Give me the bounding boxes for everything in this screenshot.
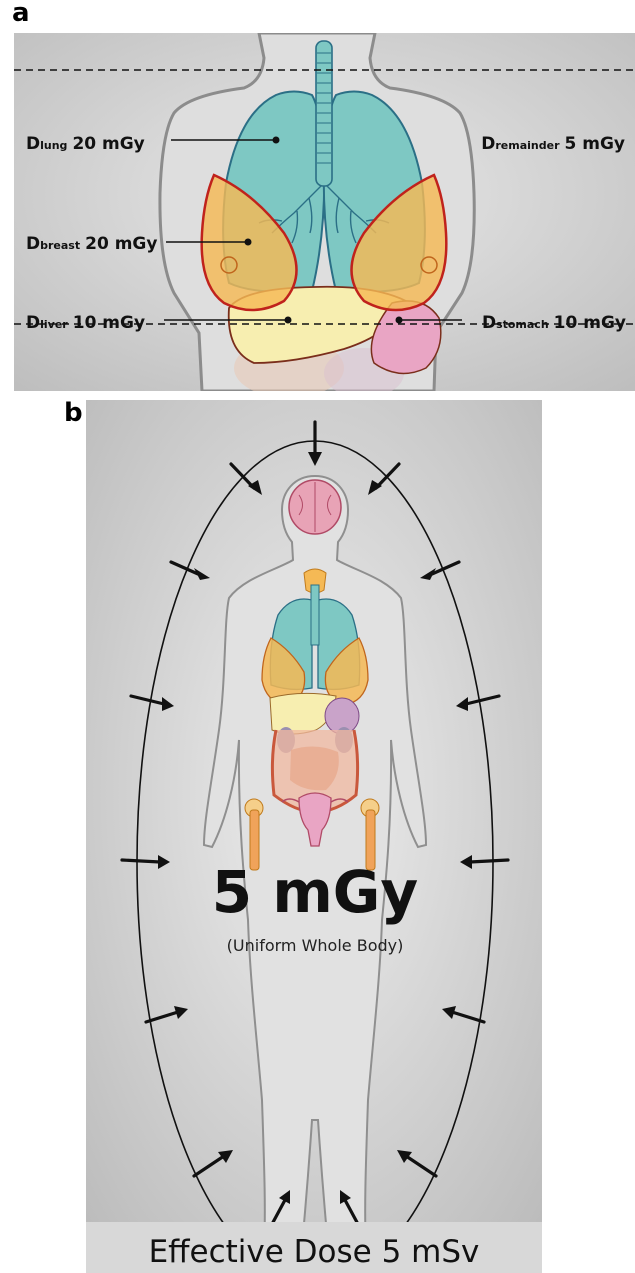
effective-dose-label: Effective Dose 5 mSv	[149, 1234, 480, 1270]
uniform-dose-note: (Uniform Whole Body)	[227, 936, 404, 955]
uniform-dose-value: 5 mGy	[212, 858, 418, 926]
small-intestine-shape	[290, 746, 339, 790]
panel-b-label: b	[64, 398, 83, 428]
panel-b-whole-body-diagram: 5 mGy (Uniform Whole Body) Effective Dos…	[86, 400, 542, 1273]
trachea-shape-b	[311, 585, 319, 645]
panel-a-label: a	[12, 0, 30, 28]
